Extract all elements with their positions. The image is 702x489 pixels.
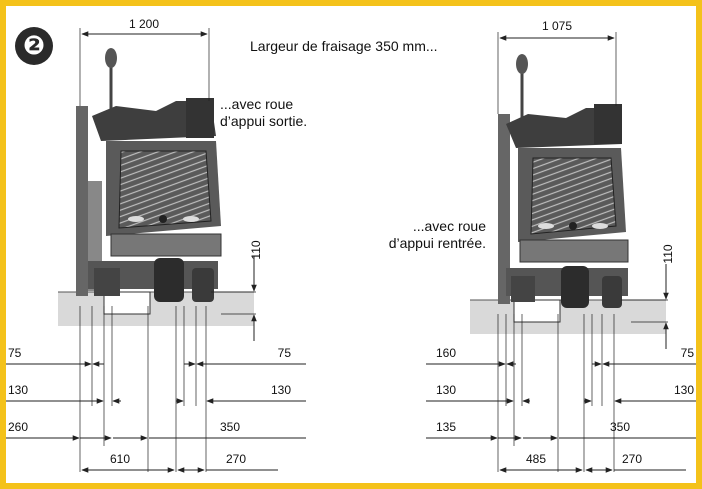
row4-left-value-left: 610 bbox=[110, 452, 130, 466]
row4-right-value-left: 270 bbox=[226, 452, 246, 466]
row3-left-value-left: 260 bbox=[8, 420, 28, 434]
drive-wheel-left bbox=[154, 258, 184, 302]
warning-lamp-icon bbox=[516, 54, 528, 74]
row3-right-value-left: 350 bbox=[220, 420, 240, 434]
row1-left-value-right: 160 bbox=[436, 346, 456, 360]
milling-groove-left bbox=[103, 291, 151, 315]
warning-lamp-icon bbox=[105, 48, 117, 68]
support-wheel-left bbox=[192, 268, 214, 302]
milling-depth-right: 110 bbox=[661, 244, 675, 263]
machine-left bbox=[58, 48, 254, 326]
row2-right-value-left: 130 bbox=[271, 383, 291, 397]
milling-groove-right bbox=[513, 299, 561, 323]
milling-width-caption: Largeur de fraisage 350 mm... bbox=[250, 38, 438, 54]
overall-width-left: 1 200 bbox=[129, 17, 159, 31]
overall-width-right: 1 075 bbox=[542, 19, 572, 33]
milling-depth-left: 110 bbox=[249, 240, 263, 259]
row4-left-value-right: 485 bbox=[526, 452, 546, 466]
row2-right-value-right: 130 bbox=[674, 383, 694, 397]
dimensions-right: 1 075 110 160 75 130 bbox=[426, 19, 696, 473]
dimension-drawing: 1 200 110 75 75 bbox=[6, 17, 696, 473]
wheel-extended-caption: ...avec roue d’appui sortie. bbox=[220, 96, 308, 129]
row3-right-value-right: 350 bbox=[610, 420, 630, 434]
row4-right-value-right: 270 bbox=[622, 452, 642, 466]
machine-right bbox=[470, 54, 666, 334]
row3-left-value-right: 135 bbox=[436, 420, 456, 434]
drive-wheel-right bbox=[561, 266, 589, 308]
row1-right-value-right: 75 bbox=[681, 346, 695, 360]
row2-left-value-right: 130 bbox=[436, 383, 456, 397]
dimensions-left: 1 200 110 75 75 bbox=[6, 17, 306, 473]
diagram-frame: ❷ Largeur de fraisage 350 mm... ...avec … bbox=[6, 6, 696, 483]
row1-right-value-left: 75 bbox=[278, 346, 292, 360]
step-number-badge: ❷ bbox=[15, 27, 53, 65]
support-wheel-right bbox=[602, 276, 622, 308]
row1-left-value-left: 75 bbox=[8, 346, 22, 360]
row2-left-value-left: 130 bbox=[8, 383, 28, 397]
wheel-retracted-caption: ...avec roue d’appui rentrée. bbox=[388, 218, 486, 251]
